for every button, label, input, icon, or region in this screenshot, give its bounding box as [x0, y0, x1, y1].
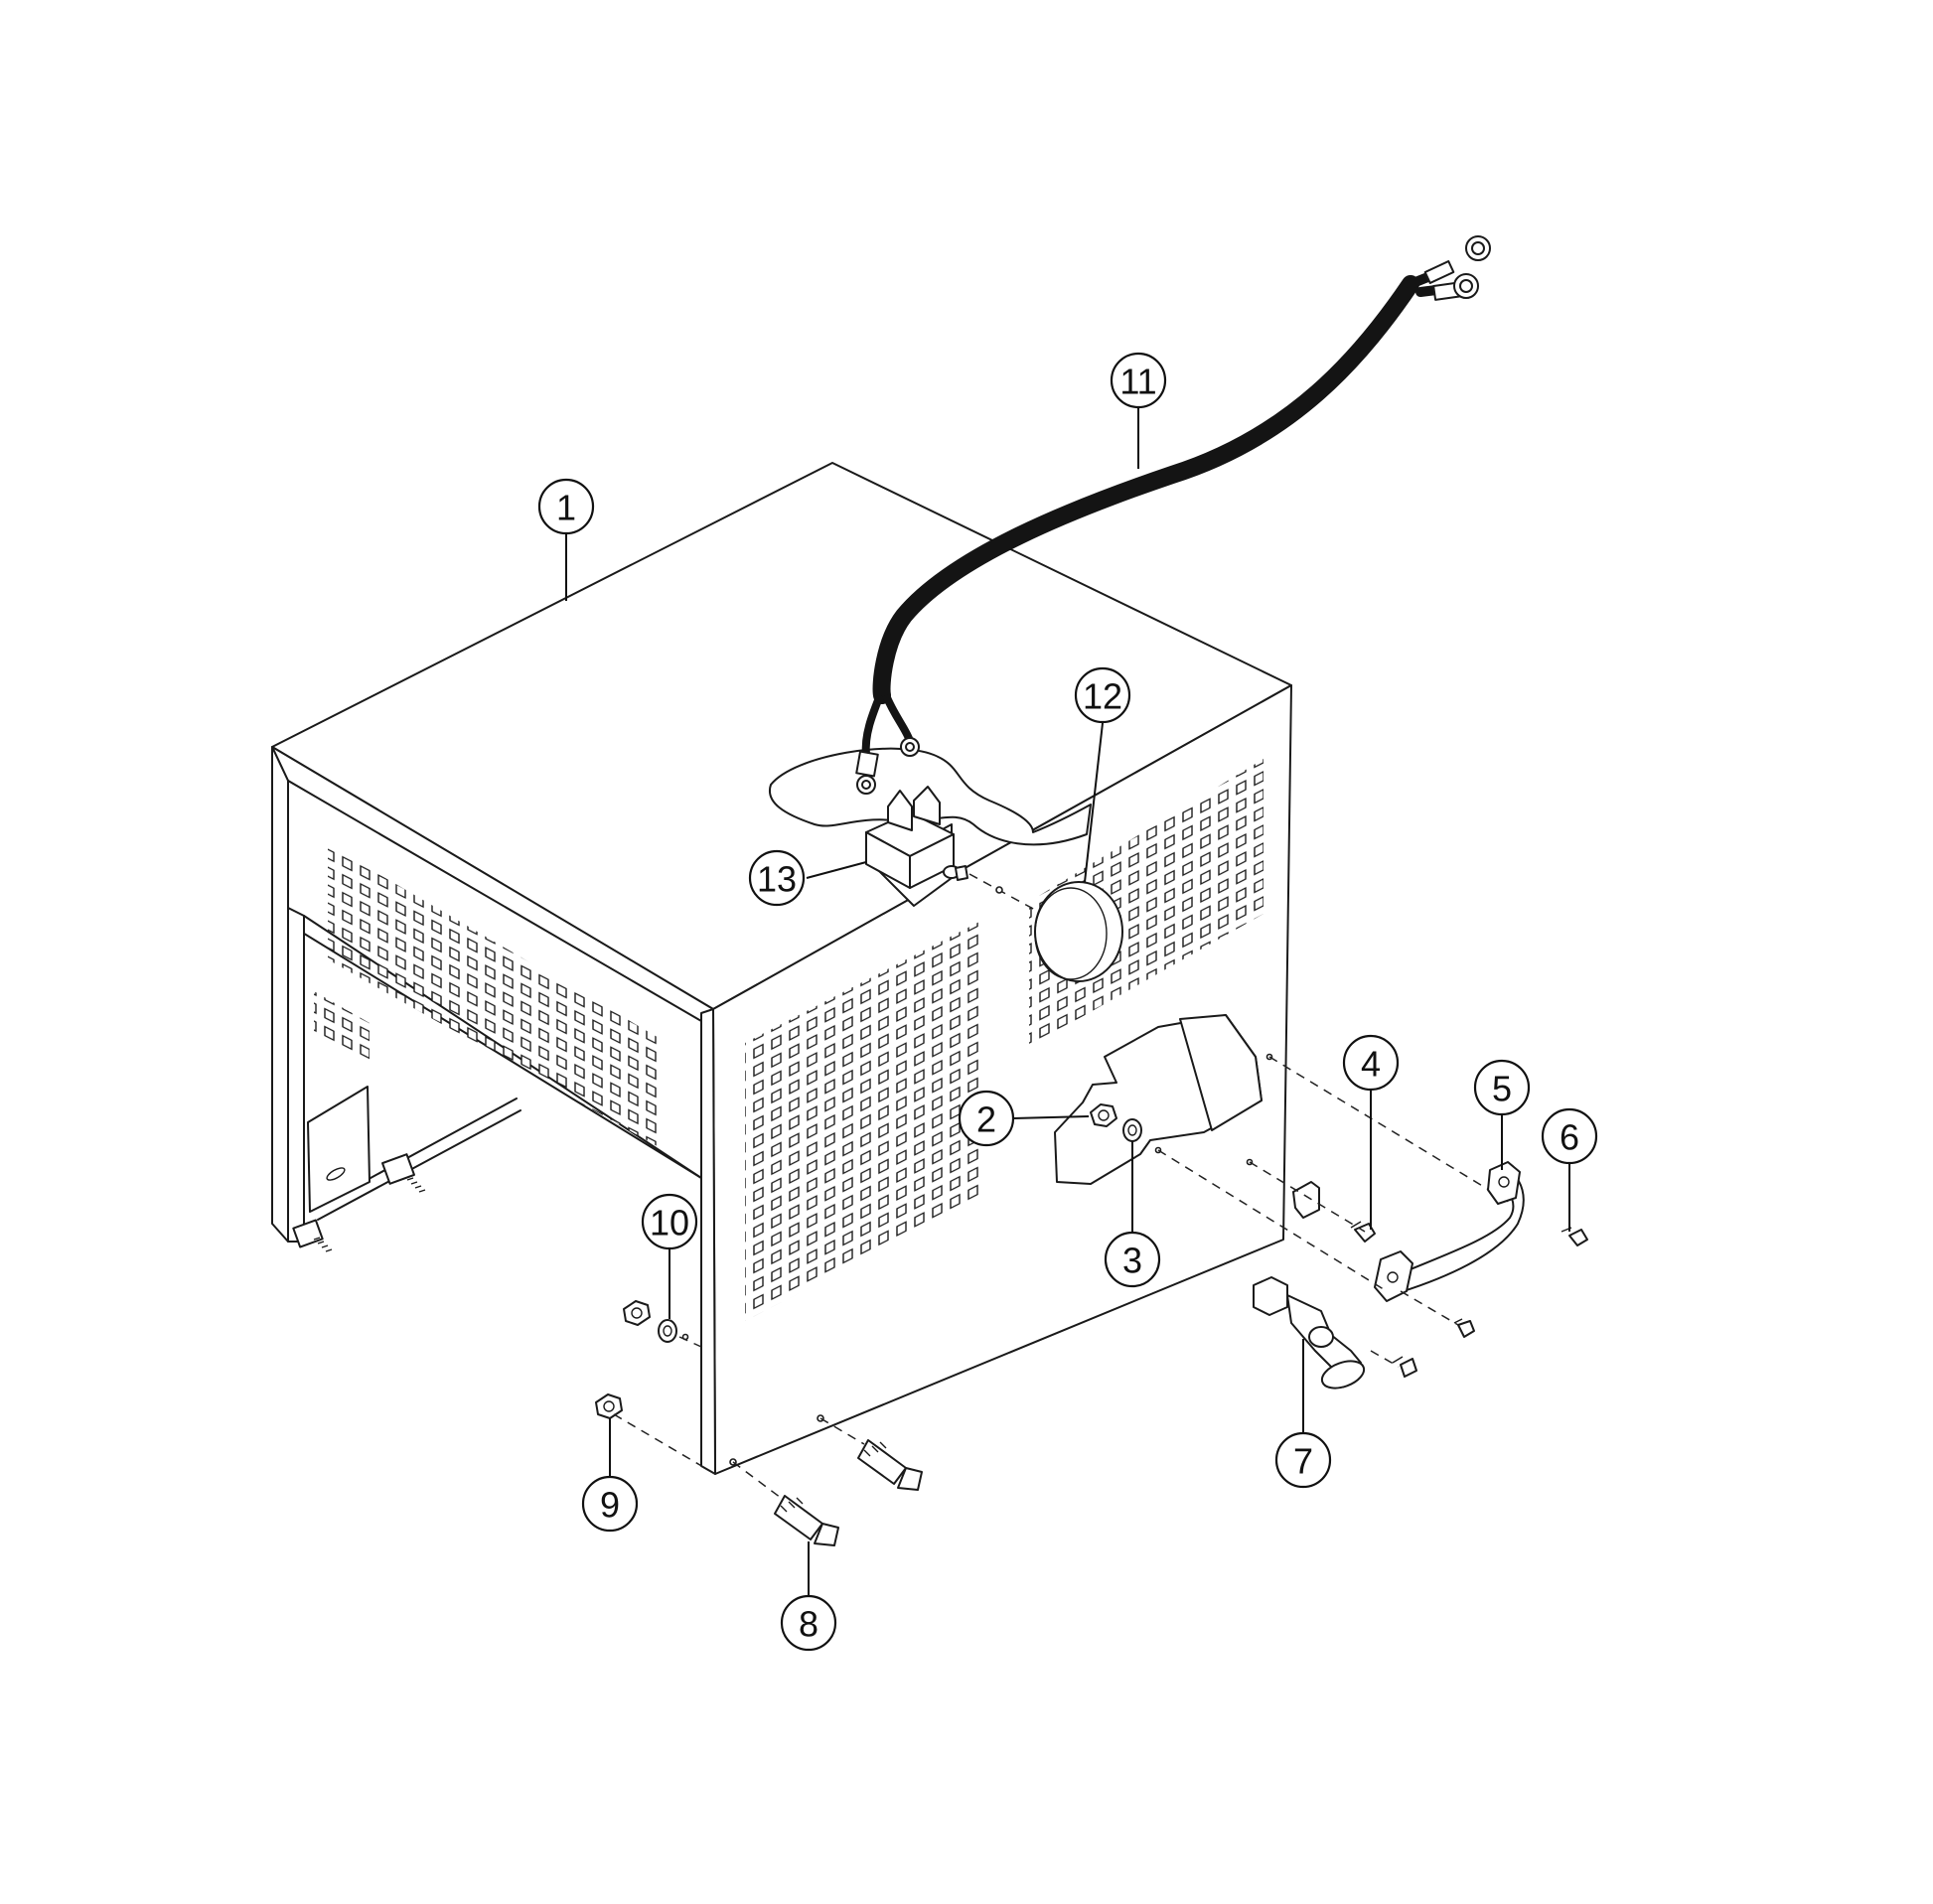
stud — [381, 1153, 426, 1193]
latch — [1253, 1276, 1366, 1390]
bolt — [857, 1439, 923, 1491]
washer — [658, 1319, 677, 1343]
callout-label: 2 — [976, 1099, 996, 1140]
cabinet-enclosure — [271, 462, 1292, 1475]
leader-lines — [565, 407, 1570, 1595]
callout-9: 9 — [581, 1475, 639, 1533]
cable-assembly — [855, 235, 1491, 795]
callout-10: 10 — [641, 1193, 698, 1250]
callout-5: 5 — [1473, 1059, 1531, 1116]
callout-label: 9 — [600, 1485, 620, 1526]
handle — [1374, 1161, 1525, 1302]
callout-label: 8 — [799, 1604, 818, 1645]
callout-label: 4 — [1361, 1044, 1381, 1085]
callout-3: 3 — [1104, 1231, 1161, 1288]
callout-7: 7 — [1274, 1431, 1332, 1489]
nut — [1090, 1103, 1117, 1127]
screw — [1561, 1227, 1588, 1246]
screw — [1392, 1356, 1417, 1378]
callout-label: 6 — [1560, 1117, 1579, 1158]
nut — [623, 1300, 651, 1326]
cover-plug — [1034, 881, 1123, 982]
nut — [595, 1393, 623, 1419]
callout-label: 3 — [1122, 1241, 1142, 1281]
bolt — [774, 1495, 839, 1546]
terminal-block — [865, 786, 968, 889]
callout-8: 8 — [780, 1594, 837, 1652]
callout-label: 10 — [650, 1203, 689, 1244]
callout-label: 7 — [1293, 1441, 1313, 1482]
callout-label: 5 — [1492, 1069, 1512, 1109]
callout-label: 12 — [1083, 676, 1122, 717]
washer — [1122, 1118, 1142, 1142]
callout-12: 12 — [1074, 666, 1131, 724]
callout-label: 13 — [757, 859, 797, 900]
callout-label: 1 — [556, 488, 576, 528]
callout-label: 11 — [1119, 362, 1156, 402]
screw — [1453, 1318, 1475, 1338]
callout-1: 1 — [537, 478, 595, 535]
callout-6: 6 — [1541, 1107, 1598, 1165]
stud — [292, 1219, 333, 1252]
callout-11: 11 — [1110, 352, 1167, 409]
callout-13: 13 — [748, 849, 806, 907]
clip-bracket — [1292, 1181, 1320, 1219]
callout-2: 2 — [958, 1090, 1015, 1147]
callout-4: 4 — [1342, 1034, 1400, 1092]
